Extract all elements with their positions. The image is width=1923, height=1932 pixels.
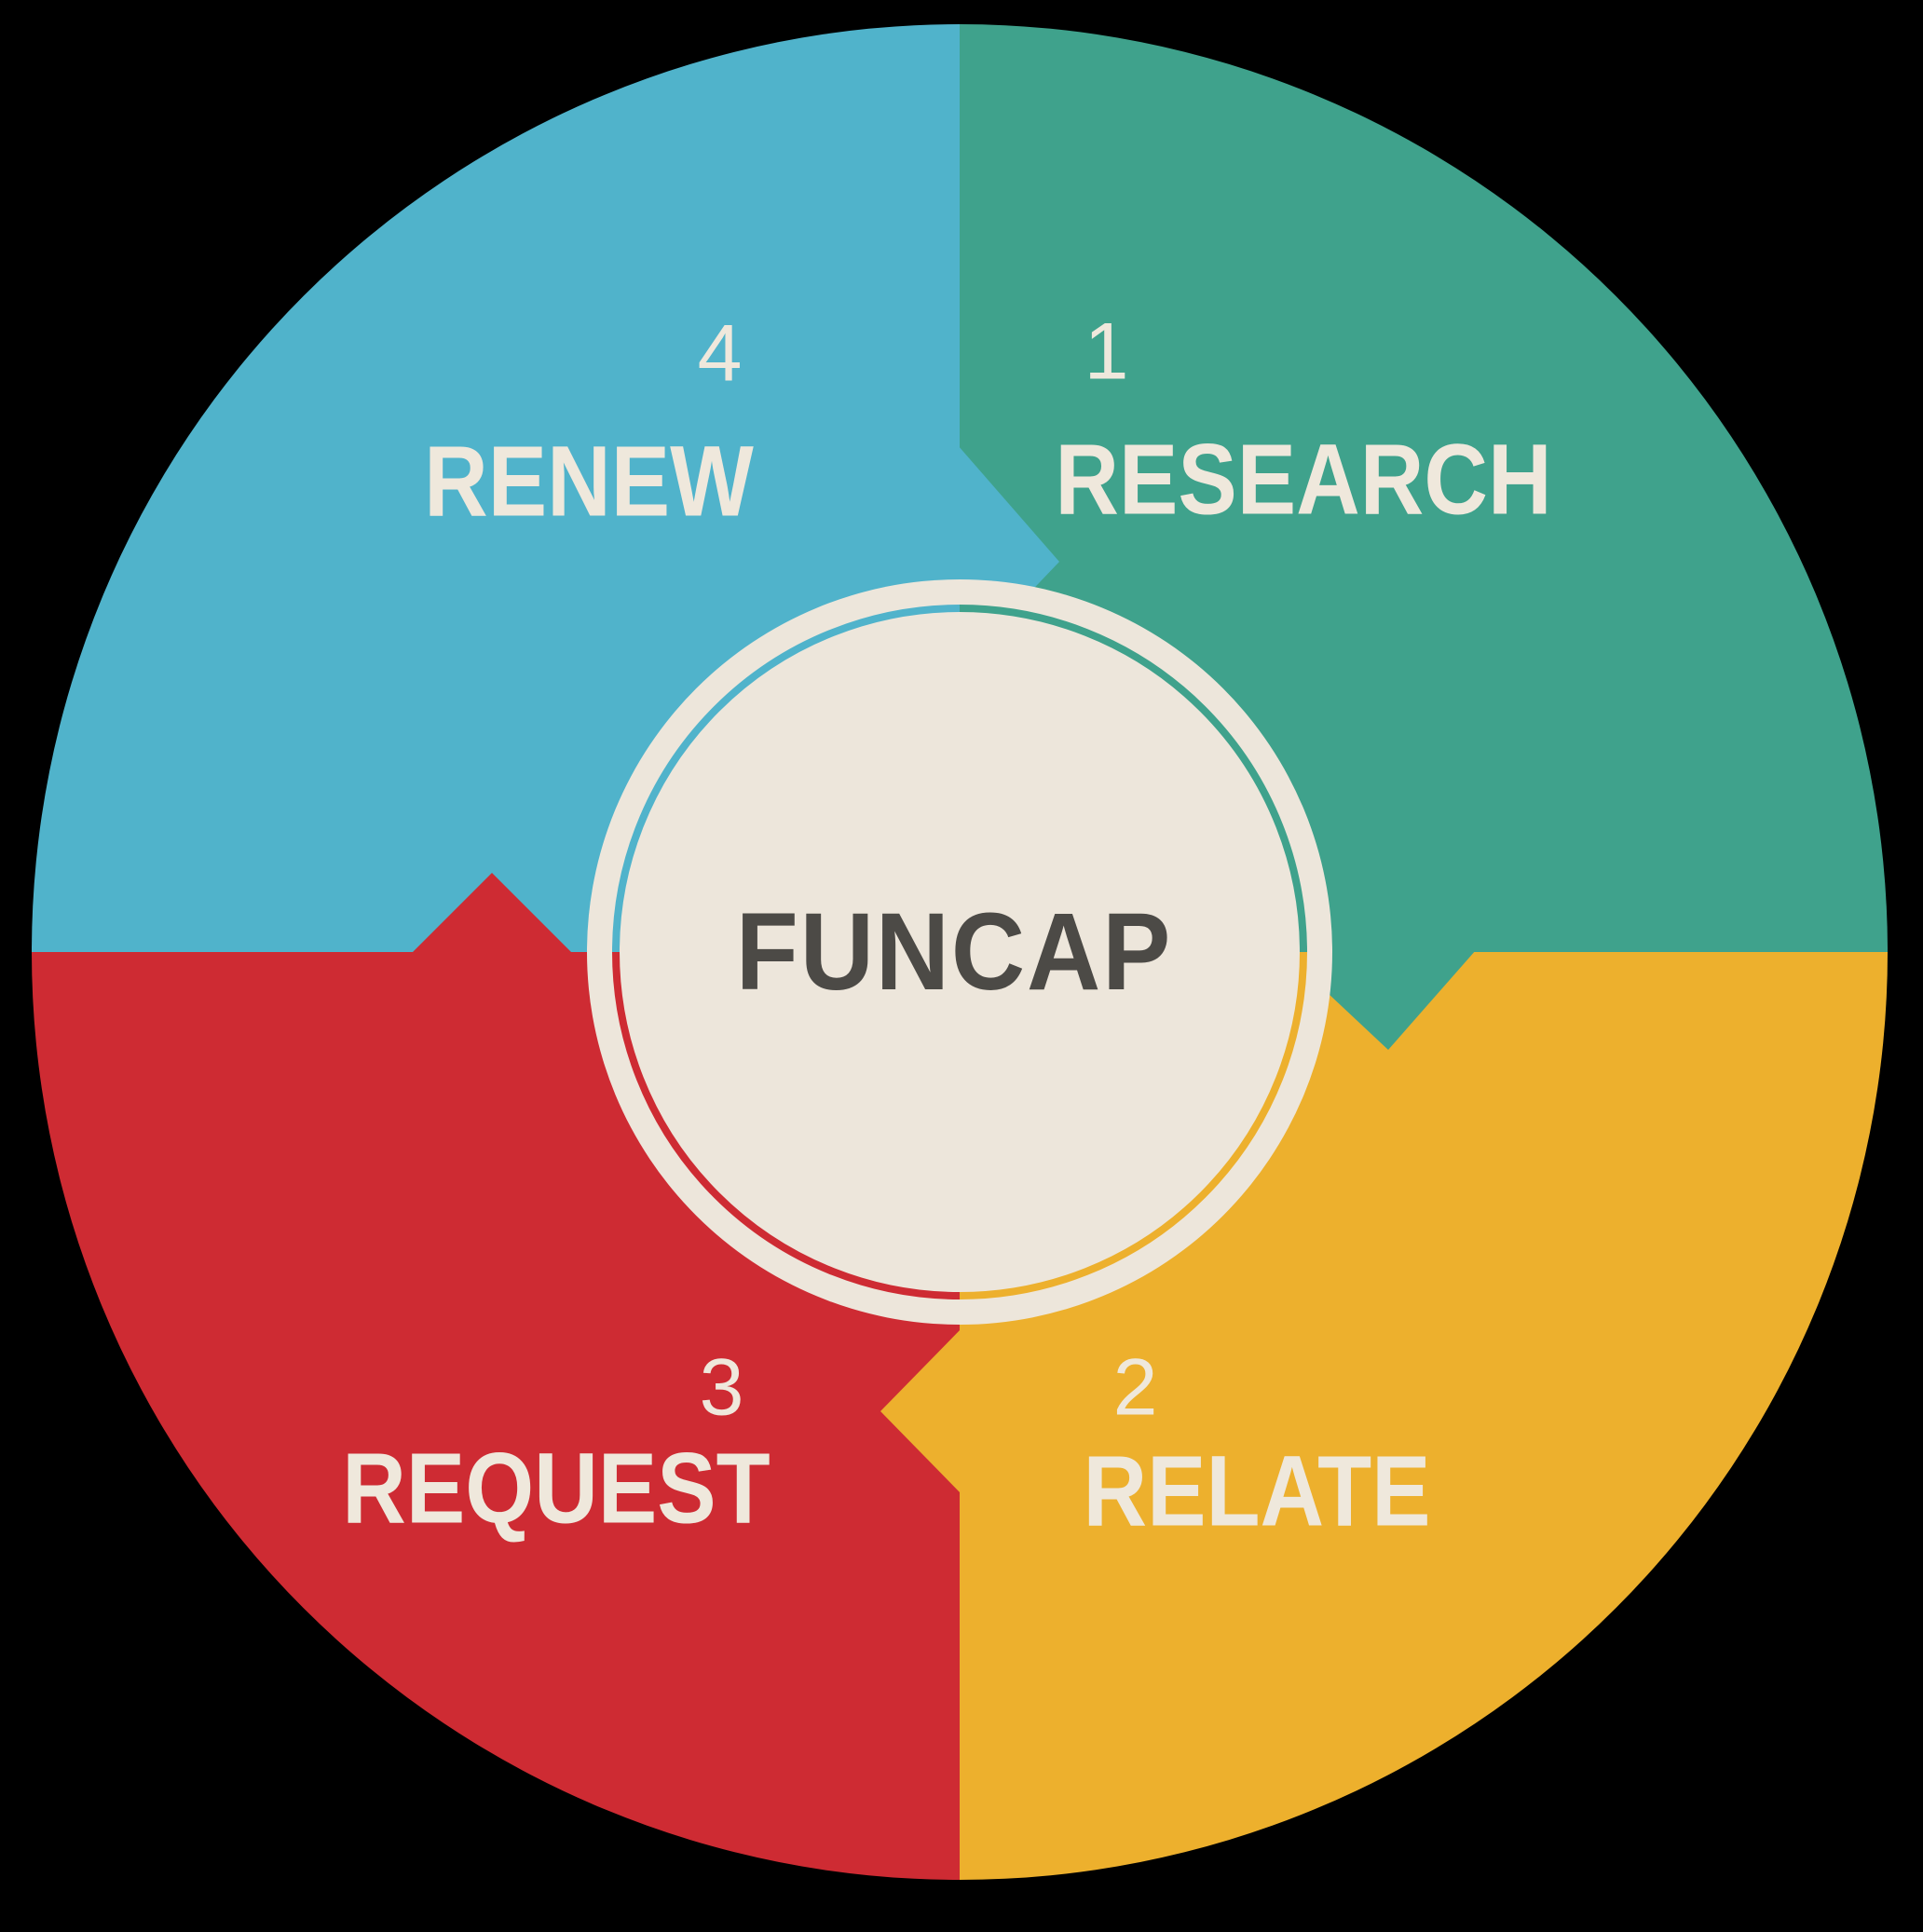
step-4-number: 4 (697, 308, 743, 399)
step-4-label: RENEW (424, 424, 754, 537)
step-3-label: REQUEST (342, 1431, 771, 1544)
ring-arc-request (612, 951, 961, 1299)
ring-arc-renew (612, 605, 961, 953)
ring-arc-relate (959, 951, 1307, 1299)
step-3-number: 3 (699, 1342, 745, 1433)
step-1-label: RESEARCH (1055, 422, 1552, 536)
chevron-arrow-relate-to-request-icon (880, 1328, 962, 1494)
chevron-arrow-request-to-renew-icon (411, 873, 573, 954)
step-2-label: RELATE (1083, 1434, 1431, 1547)
step-2-number: 2 (1112, 1342, 1159, 1433)
center-circle (587, 579, 1332, 1325)
ring-arc-research (959, 605, 1307, 953)
step-1-number: 1 (1084, 306, 1130, 397)
center-title: FUNCAP (735, 891, 1173, 1014)
